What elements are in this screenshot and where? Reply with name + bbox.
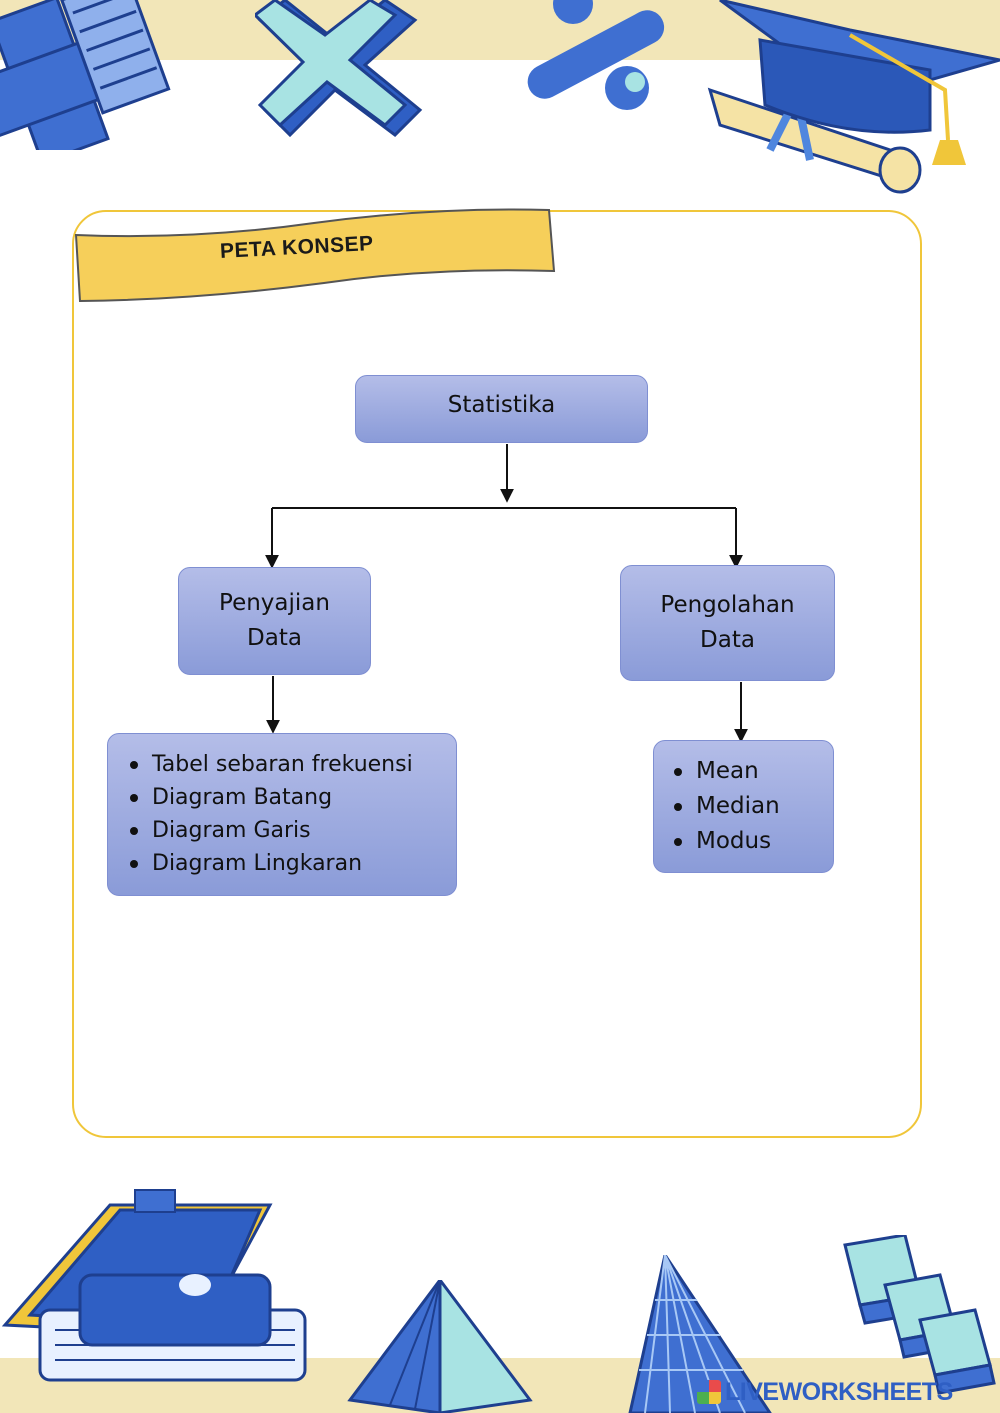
cone-icon — [628, 1255, 772, 1413]
list-item: Tabel sebaran frekuensi — [130, 748, 456, 781]
pengolahan-items-node: Mean Median Modus — [653, 740, 834, 873]
penyajian-label-line2: Data — [247, 625, 302, 651]
liveworksheets-watermark: LIVEWORKSHEETS — [697, 1377, 995, 1407]
list-item: Diagram Batang — [130, 781, 456, 814]
list-item: Diagram Garis — [130, 814, 456, 847]
root-label: Statistika — [447, 391, 556, 418]
plus-sign-icon — [0, 0, 171, 150]
book-stack-icon — [1, 1189, 307, 1382]
penyajian-items-node: Tabel sebaran frekuensi Diagram Batang D… — [107, 733, 457, 896]
list-item: Mean — [674, 754, 833, 789]
pengolahan-items-list: Mean Median Modus — [674, 754, 833, 859]
penyajian-data-node: Penyajian Data — [178, 567, 371, 675]
graduation-cap-icon — [707, 0, 1000, 194]
list-item: Diagram Lingkaran — [130, 847, 456, 880]
pyramid-icon — [347, 1280, 533, 1413]
percent-sign-icon — [527, 0, 665, 110]
penyajian-items-list: Tabel sebaran frekuensi Diagram Batang D… — [130, 748, 456, 880]
pengolahan-label-line2: Data — [700, 627, 755, 653]
root-node: Statistika — [355, 375, 648, 443]
list-item: Modus — [674, 824, 833, 859]
pengolahan-label-line1: Pengolahan — [660, 592, 795, 618]
liveworksheets-logo-icon — [697, 1380, 721, 1404]
penyajian-label-line1: Penyajian — [219, 590, 330, 616]
pengolahan-data-node: Pengolahan Data — [620, 565, 835, 681]
title-banner — [74, 208, 556, 303]
stacked-cubes-icon — [843, 1235, 996, 1395]
cross-sign-icon — [255, 0, 423, 138]
watermark-text: LIVEWORKSHEETS — [725, 1377, 953, 1406]
list-item: Median — [674, 789, 833, 824]
